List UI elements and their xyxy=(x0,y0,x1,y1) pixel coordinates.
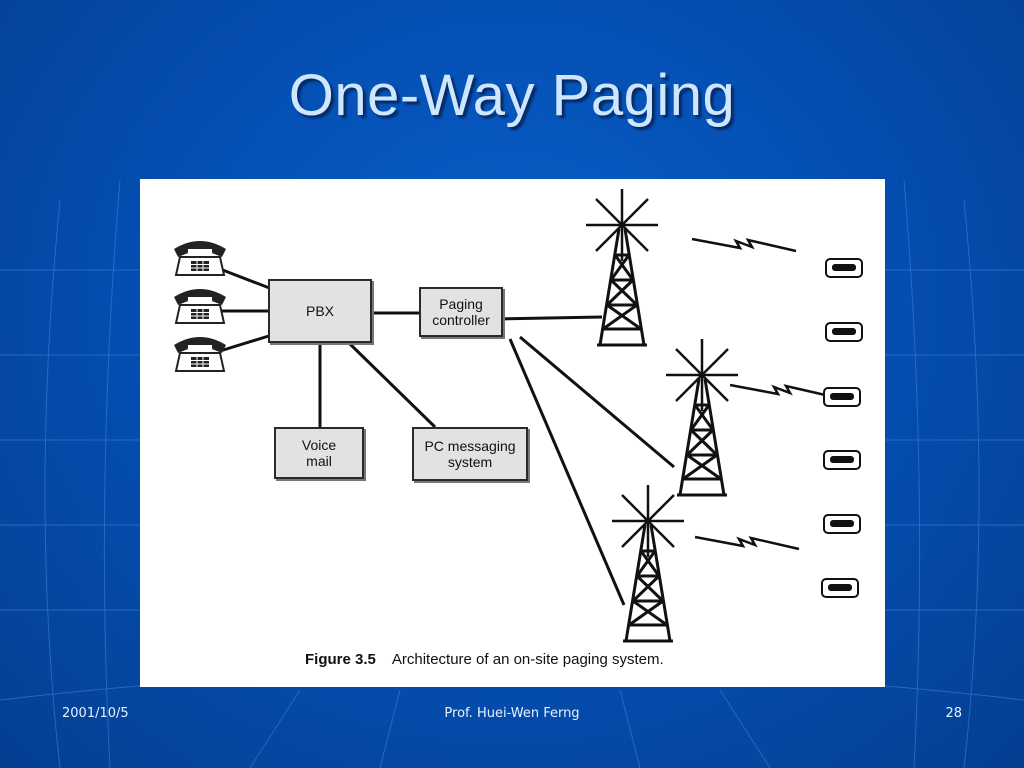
paging-architecture-figure: PBX Paging controller Voice mail PC mess… xyxy=(140,179,885,687)
antenna-tower-icon xyxy=(610,483,686,643)
telephone-icon xyxy=(173,240,227,276)
figure-caption-text: Architecture of an on-site paging system… xyxy=(391,651,664,668)
figure-caption: Figure 3.5 Architecture of an on-site pag… xyxy=(305,651,664,668)
figure-number: Figure 3.5 xyxy=(305,651,376,668)
slide-title: One-Way Paging xyxy=(288,63,736,128)
connection-lines xyxy=(219,267,675,606)
pbx-box: PBX xyxy=(268,279,372,343)
pager-icon xyxy=(825,258,863,278)
pager-icon xyxy=(823,514,861,534)
telephone-icon xyxy=(173,288,227,324)
voice-mail-box: Voice mail xyxy=(274,427,364,479)
pager-icon xyxy=(821,578,859,598)
radio-signal-icon xyxy=(690,237,798,253)
pager-icon xyxy=(823,387,861,407)
pager-icon xyxy=(825,322,863,342)
diagram-canvas xyxy=(173,187,863,643)
pc-messaging-system-box: PC messaging system xyxy=(412,427,528,481)
radio-signal-icon xyxy=(693,535,801,551)
antenna-tower-icon xyxy=(584,187,660,347)
radio-signal-icon xyxy=(728,383,836,399)
paging-controller-box: Paging controller xyxy=(419,287,503,337)
pager-icon xyxy=(823,450,861,470)
footer-author: Prof. Huei-Wen Ferng xyxy=(444,706,580,721)
footer-page-number: 28 xyxy=(945,706,962,721)
footer-date: 2001/10/5 xyxy=(62,706,129,721)
telephone-icon xyxy=(173,336,227,372)
antenna-tower-icon xyxy=(664,337,740,497)
